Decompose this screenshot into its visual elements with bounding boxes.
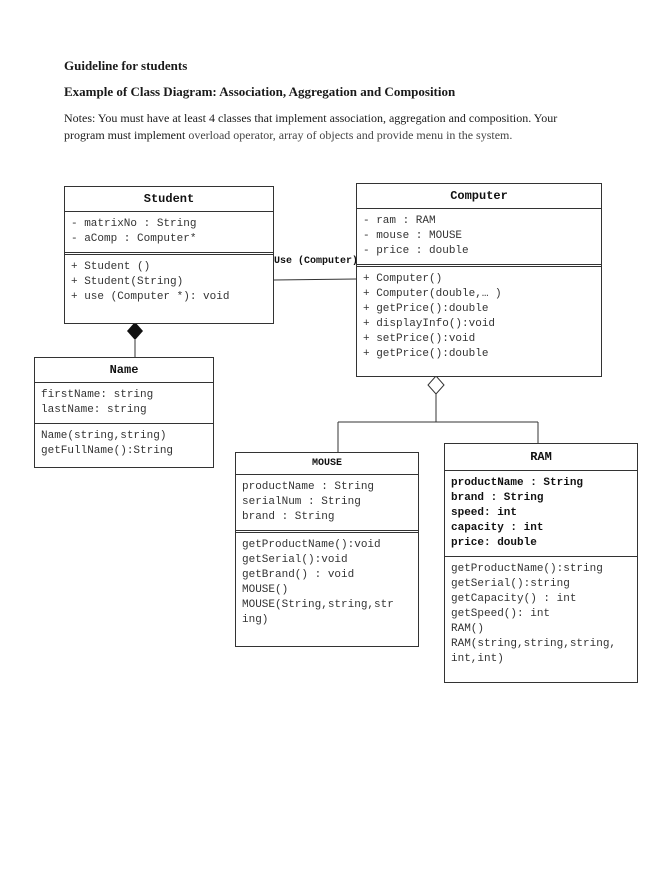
class-attributes: productName : String brand : String spee…: [445, 470, 637, 556]
method: getSerial():string: [451, 578, 570, 590]
method: getFullName():String: [41, 445, 174, 457]
method: getSerial():void: [242, 554, 348, 566]
attribute: - ram : RAM: [363, 215, 436, 227]
method: + Computer(double,… ): [363, 288, 502, 300]
attribute: lastName: string: [41, 404, 147, 416]
attribute: - aComp : Computer*: [71, 233, 197, 245]
aggregation-diamond: [427, 375, 445, 395]
association-label: Use (Computer): [274, 256, 359, 267]
class-name: Student: [143, 192, 195, 206]
method: MOUSE(): [242, 584, 289, 596]
method: RAM(string,string,string, int,int): [451, 638, 623, 665]
class-name: RAM: [530, 450, 552, 464]
attribute: price: double: [451, 537, 537, 549]
guideline-heading: Guideline for students: [64, 58, 188, 73]
attribute: - price : double: [363, 245, 469, 257]
class-methods: + Computer() + Computer(double,… ) + get…: [357, 264, 601, 367]
attribute: - matrixNo : String: [71, 218, 197, 230]
class-ram: RAM productName : String brand : String …: [444, 443, 638, 683]
method: + getPrice():double: [363, 348, 489, 360]
class-attributes: productName : String serialNum : String …: [236, 474, 418, 530]
class-attributes: - ram : RAM - mouse : MOUSE - price : do…: [357, 208, 601, 264]
method: + use (Computer *): void: [71, 291, 230, 303]
attribute: capacity : int: [451, 522, 544, 534]
method: + Student(String): [71, 276, 184, 288]
class-mouse: MOUSE productName : String serialNum : S…: [235, 452, 419, 647]
class-methods: Name(string,string) getFullName():String: [35, 423, 213, 464]
class-name: MOUSE: [311, 458, 342, 469]
notes-text: Notes: You must have at least 4 classes …: [64, 111, 558, 142]
attribute: serialNum : String: [242, 496, 361, 508]
method: getSpeed(): int: [451, 608, 551, 620]
class-methods: getProductName():string getSerial():stri…: [445, 556, 637, 672]
class-name: Name: [109, 363, 139, 377]
class-computer: Computer - ram : RAM - mouse : MOUSE - p…: [356, 183, 602, 377]
attribute: productName : String: [242, 481, 375, 493]
diagram-subheading: Example of Class Diagram: Association, A…: [64, 84, 456, 99]
attribute: firstName: string: [41, 389, 154, 401]
method: getProductName():void: [242, 539, 381, 551]
method: + Computer(): [363, 273, 443, 285]
class-name: Computer: [450, 189, 508, 203]
class-name-box: Name firstName: string lastName: string …: [34, 357, 214, 468]
attribute: productName : String: [451, 477, 584, 489]
method: + displayInfo():void: [363, 318, 496, 330]
method: + getPrice():double: [363, 303, 489, 315]
method: MOUSE(String,string,str ing): [242, 599, 401, 626]
method: + setPrice():void: [363, 333, 476, 345]
method: getProductName():string: [451, 563, 603, 575]
notes-paragraph: Notes: You must have at least 4 classes …: [64, 110, 574, 144]
attribute: speed: int: [451, 507, 518, 519]
association-line: [273, 278, 357, 281]
method: getBrand() : void: [242, 569, 355, 581]
method: getCapacity() : int: [451, 593, 577, 605]
class-methods: + Student () + Student(String) + use (Co…: [65, 252, 273, 310]
notes-text-continued: overload operator, array of objects and …: [188, 128, 513, 142]
class-methods: getProductName():void getSerial():void g…: [236, 530, 418, 633]
class-attributes: firstName: string lastName: string: [35, 382, 213, 423]
attribute: brand : String: [451, 492, 544, 504]
method: + Student (): [71, 261, 151, 273]
method: RAM(): [451, 623, 485, 635]
class-attributes: - matrixNo : String - aComp : Computer*: [65, 211, 273, 252]
class-student: Student - matrixNo : String - aComp : Co…: [64, 186, 274, 324]
method: Name(string,string): [41, 430, 167, 442]
attribute: - mouse : MOUSE: [363, 230, 463, 242]
composition-diamond: [127, 322, 143, 340]
attribute: brand : String: [242, 511, 335, 523]
